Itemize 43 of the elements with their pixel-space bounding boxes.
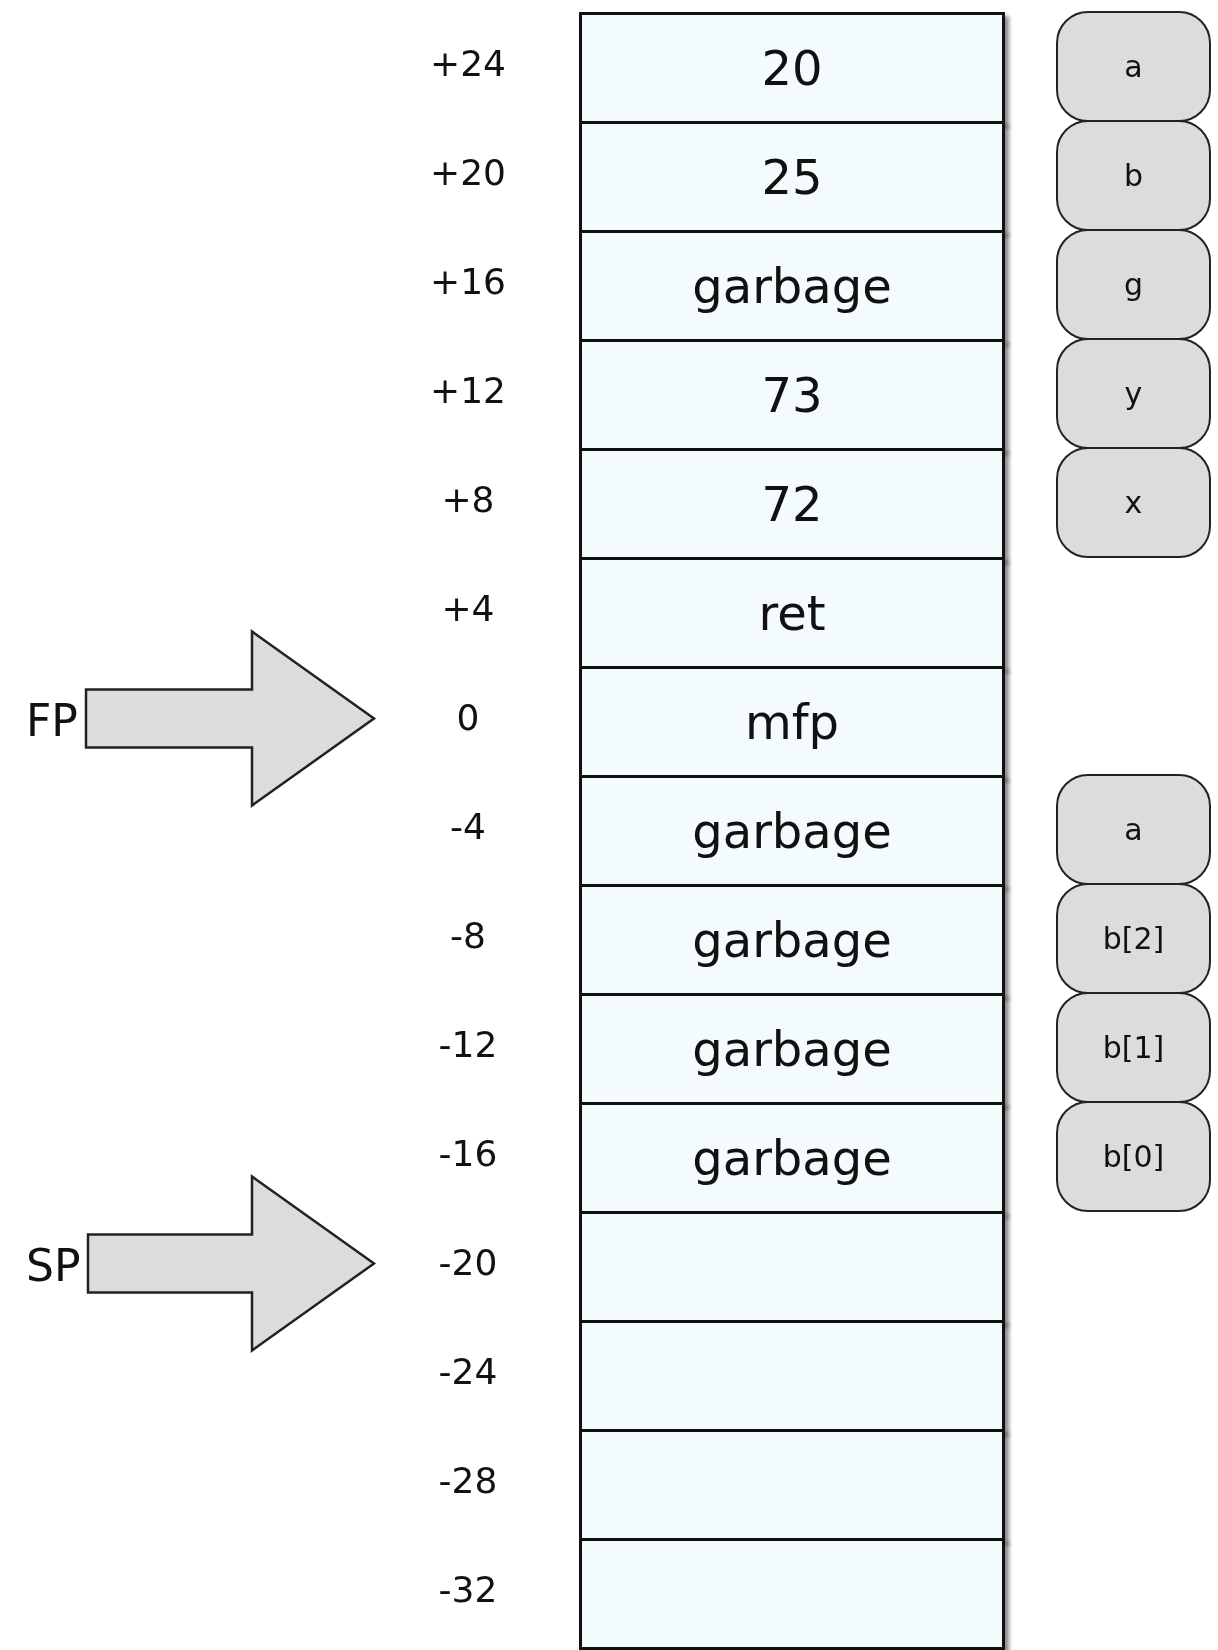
offset-label: +24: [429, 42, 507, 84]
offset-label: -20: [437, 1241, 499, 1283]
offset-label: +12: [429, 369, 507, 411]
stack-slot: 20: [579, 12, 1005, 124]
stack-slot: [579, 1429, 1005, 1541]
variable-tag: b[2]: [1056, 883, 1211, 994]
offset-label: -28: [437, 1459, 499, 1501]
offset-label: +4: [440, 587, 496, 629]
offset-label: +20: [429, 151, 507, 193]
stack-slot: [579, 1320, 1005, 1432]
stack-slot: [579, 1538, 1005, 1650]
variable-tag: y: [1056, 338, 1211, 449]
variable-tag: b[1]: [1056, 992, 1211, 1103]
offset-label: +16: [429, 260, 507, 302]
offset-label: -4: [449, 805, 487, 847]
variable-tag: g: [1056, 229, 1211, 340]
offset-label: -12: [437, 1023, 499, 1065]
variable-tag: x: [1056, 447, 1211, 558]
variable-tag: a: [1056, 774, 1211, 885]
stack-slot: 73: [579, 339, 1005, 451]
block-arrow: [84, 629, 377, 808]
variable-tag: a: [1056, 11, 1211, 122]
stack-slot: mfp: [579, 666, 1005, 778]
variable-tag: b[0]: [1056, 1101, 1211, 1212]
stack-slot: garbage: [579, 1102, 1005, 1214]
offset-label: -32: [437, 1568, 499, 1610]
stack-slot: garbage: [579, 993, 1005, 1105]
offset-label: 0: [455, 696, 481, 738]
stack-slot: [579, 1211, 1005, 1323]
stack-slot: 72: [579, 448, 1005, 560]
pointer-label: SP: [24, 1235, 83, 1296]
offset-label: +8: [440, 478, 496, 520]
stack-slot: 25: [579, 121, 1005, 233]
offset-label: -16: [437, 1132, 499, 1174]
offset-label: -24: [437, 1350, 499, 1392]
stack-slot: garbage: [579, 775, 1005, 887]
block-arrow: [86, 1174, 377, 1353]
variable-tag: b: [1056, 120, 1211, 231]
pointer-label: FP: [24, 690, 80, 751]
stack-slot: garbage: [579, 884, 1005, 996]
stack-slot: garbage: [579, 230, 1005, 342]
offset-label: -8: [449, 914, 487, 956]
stack-slot: ret: [579, 557, 1005, 669]
